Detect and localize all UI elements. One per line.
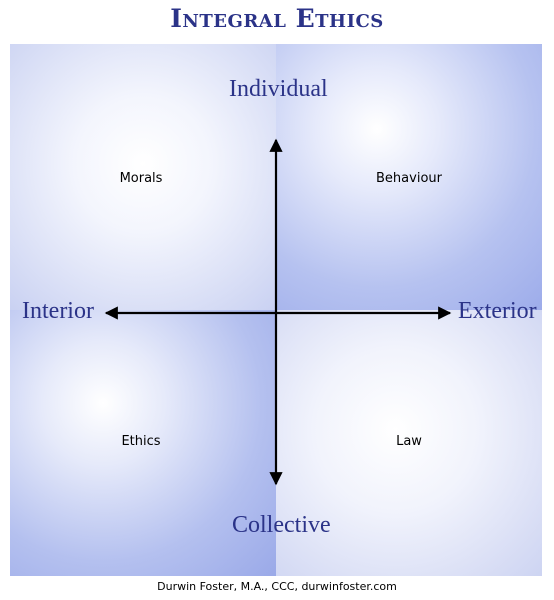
footer-credit: Durwin Foster, M.A., CCC, durwinfoster.c… bbox=[157, 580, 397, 593]
quadrant-label-ethics: Ethics bbox=[121, 434, 161, 449]
axis-label-individual: Individual bbox=[229, 76, 328, 102]
axis-label-collective: Collective bbox=[232, 512, 331, 538]
diagram-title: Integral Ethics bbox=[170, 4, 384, 33]
quadrant-label-law: Law bbox=[396, 434, 422, 449]
quadrant-top-right bbox=[276, 44, 542, 310]
quadrant-top-left bbox=[10, 44, 276, 310]
quadrant-label-morals: Morals bbox=[119, 171, 163, 186]
axis-label-exterior: Exterior bbox=[458, 298, 537, 324]
axis-label-interior: Interior bbox=[22, 298, 94, 324]
quadrant-grid bbox=[10, 44, 542, 576]
quadrant-label-behaviour: Behaviour bbox=[376, 171, 442, 186]
quadrant-bottom-right bbox=[276, 310, 542, 576]
quadrant-bottom-left bbox=[10, 310, 276, 576]
